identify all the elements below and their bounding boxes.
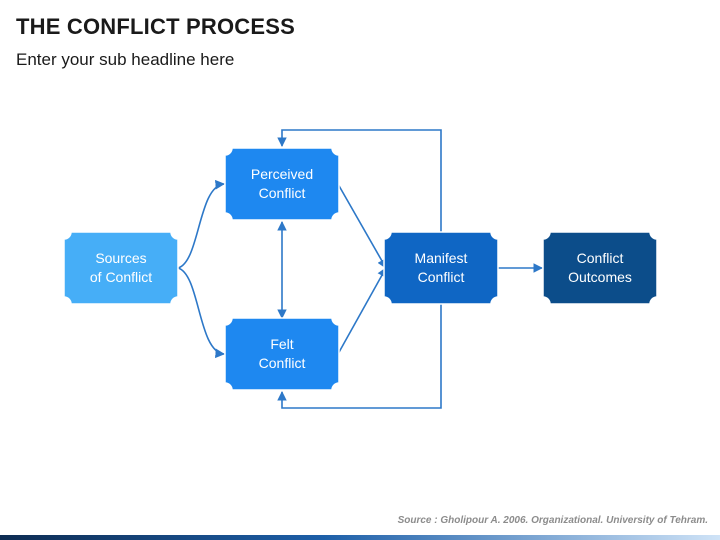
node-shape bbox=[383, 231, 499, 305]
node-sources-line2: of Conflict bbox=[90, 269, 152, 285]
node-felt-line2: Conflict bbox=[259, 355, 306, 371]
connector-felt-to-manifest bbox=[337, 267, 387, 355]
node-felt-line1: Felt bbox=[270, 336, 293, 352]
node-manifest-conflict: Manifest Conflict bbox=[383, 231, 499, 305]
node-shape bbox=[63, 231, 179, 305]
node-manifest-line2: Conflict bbox=[418, 269, 465, 285]
node-conflict-outcomes: Conflict Outcomes bbox=[542, 231, 658, 305]
source-citation: Source : Gholipour A. 2006. Organization… bbox=[397, 515, 708, 526]
connector-perceived-to-manifest bbox=[337, 183, 387, 269]
node-shape bbox=[224, 317, 340, 391]
page-title: THE CONFLICT PROCESS bbox=[16, 14, 296, 39]
node-felt-conflict: Felt Conflict bbox=[224, 317, 340, 391]
feedback-loop-to-felt bbox=[277, 304, 442, 409]
node-sources-of-conflict: Sources of Conflict bbox=[63, 231, 179, 305]
page-subtitle: Enter your sub headline here bbox=[16, 50, 235, 69]
node-sources-line1: Sources bbox=[95, 250, 146, 266]
connectors bbox=[177, 129, 543, 409]
connector-sources-to-perceived bbox=[177, 179, 225, 269]
node-manifest-line1: Manifest bbox=[415, 250, 468, 266]
node-perceived-line2: Conflict bbox=[259, 185, 306, 201]
node-shape bbox=[542, 231, 658, 305]
node-shape bbox=[224, 147, 340, 221]
bottom-accent-bar bbox=[0, 535, 720, 540]
connector-sources-to-felt bbox=[177, 267, 225, 359]
feedback-loop-to-perceived bbox=[277, 129, 442, 232]
node-perceived-conflict: Perceived Conflict bbox=[224, 147, 340, 221]
node-perceived-line1: Perceived bbox=[251, 166, 313, 182]
node-outcomes-line2: Outcomes bbox=[568, 269, 632, 285]
node-outcomes-line1: Conflict bbox=[577, 250, 624, 266]
